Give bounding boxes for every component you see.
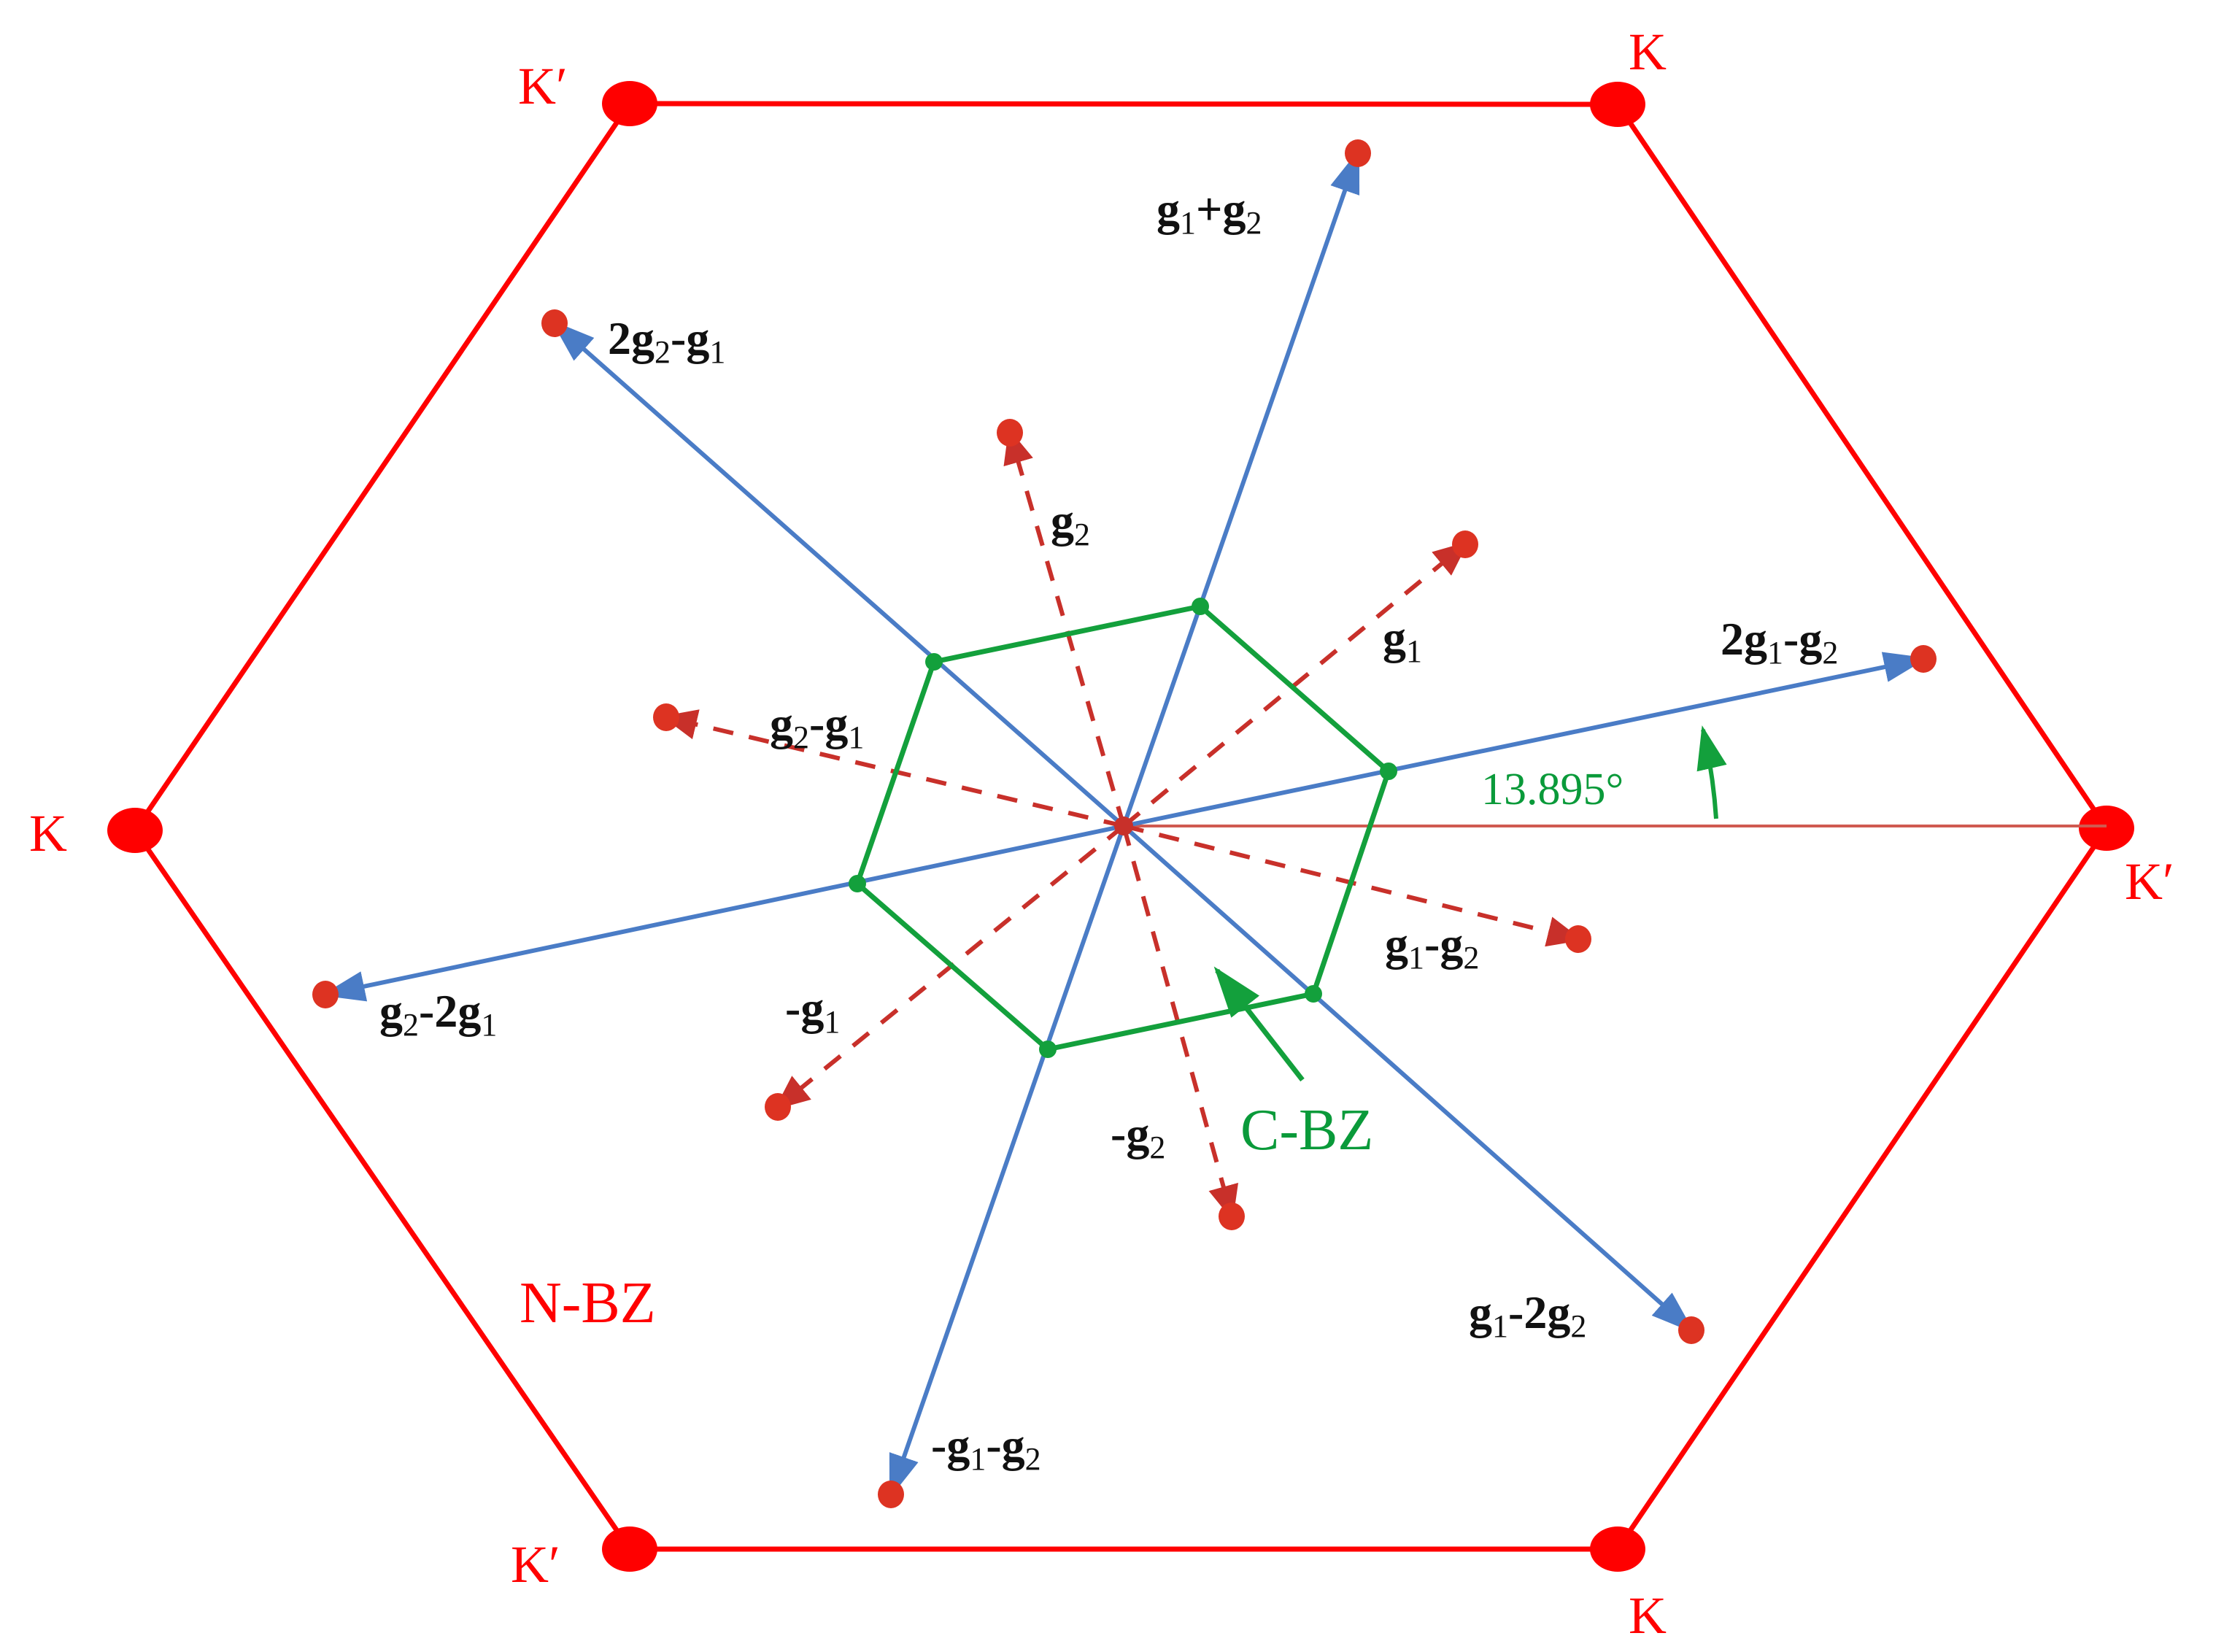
vector-g2-2g1: [321, 824, 1124, 1002]
n-bz-label: N-BZ: [520, 1271, 656, 1335]
label-g1-g2: g1-g2: [1385, 918, 1479, 976]
k-label-right: K′: [2125, 852, 2174, 911]
lattice-point-g2-2g1: [312, 981, 339, 1008]
k-point-top-left: [602, 81, 657, 126]
twist-angle-label: 13.895°: [1481, 765, 1623, 814]
lattice-point-2g1-g2: [1910, 645, 1937, 673]
k-point-top-right: [1590, 82, 1645, 127]
vector-g2: [1003, 428, 1126, 827]
label-g1+g2: g1+g2: [1157, 183, 1262, 241]
lattice-point--g1: [765, 1093, 791, 1121]
k-point-bottom-left: [602, 1526, 657, 1572]
label-g2-g1: g2-g1: [770, 698, 864, 755]
vector-g1+g2: [1121, 149, 1360, 827]
lattice-point--g1-g2: [878, 1481, 904, 1508]
c-bz-label: C-BZ: [1240, 1098, 1373, 1162]
label-g2-2g1: g2-2g1: [379, 985, 497, 1043]
c-bz-vertex: [1192, 598, 1209, 615]
lattice-point--g2: [1219, 1203, 1245, 1230]
label-2g1-g2: 2g1-g2: [1721, 613, 1838, 671]
label-g2: g2: [1051, 495, 1090, 552]
label-g1: g1: [1383, 611, 1422, 669]
c-bz-vertex: [925, 653, 943, 671]
k-point-right: [2079, 806, 2134, 851]
vector-2g1-g2: [1123, 652, 1928, 828]
lattice-point-g1-g2: [1565, 925, 1591, 953]
blue-reciprocal-vectors: [321, 149, 1928, 1499]
angle-arc-arrow-icon: [1696, 725, 1727, 819]
k-label-left: K: [29, 804, 67, 862]
label-g1-2g2: g1-2g2: [1469, 1286, 1586, 1344]
lattice-point-2g2-g1: [541, 309, 568, 337]
n-bz-hexagon: [107, 81, 2134, 1572]
vector-g1-2g2: [1122, 824, 1695, 1333]
k-label-bottom-right: K: [1629, 1586, 1667, 1645]
label-2g2-g1: 2g2-g1: [608, 312, 725, 370]
lattice-point-g2: [997, 419, 1023, 447]
k-point-bottom-right: [1590, 1526, 1645, 1572]
lattice-point-g2-g1: [653, 703, 679, 731]
k-label-bottom-left: K′: [511, 1535, 560, 1594]
vector--g1-g2: [889, 825, 1126, 1499]
reciprocal-lattice-points: [312, 139, 1937, 1508]
c-bz-vertex: [849, 875, 866, 892]
lattice-point-g1+g2: [1345, 139, 1371, 167]
k-label-top-left: K′: [518, 57, 568, 115]
lattice-point-g1-2g2: [1678, 1316, 1704, 1344]
vector-labels: g1g2g2-g1g1-g2-g1-g2g1+g22g2-g12g1-g2g2-…: [379, 183, 1838, 1477]
label--g1: -g1: [785, 982, 840, 1040]
gamma-point: [1114, 817, 1133, 835]
vector-g1: [1122, 541, 1469, 828]
c-bz-hexagon: [849, 598, 1397, 1058]
k-point-left: [107, 808, 163, 853]
c-bz-vertex: [1380, 763, 1397, 780]
label--g1-g2: -g1-g2: [931, 1419, 1041, 1477]
label--g2: -g2: [1111, 1108, 1165, 1165]
k-label-top-right: K: [1629, 23, 1667, 81]
c-bz-pointer-arrow-icon: [1213, 966, 1305, 1082]
c-bz-vertex: [1039, 1041, 1057, 1058]
c-bz-vertex: [1305, 985, 1322, 1003]
lattice-point-g1: [1452, 530, 1478, 558]
vector-2g2-g1: [551, 320, 1125, 828]
k-point-labels: K′ K K′ K K′ K: [29, 23, 2174, 1645]
